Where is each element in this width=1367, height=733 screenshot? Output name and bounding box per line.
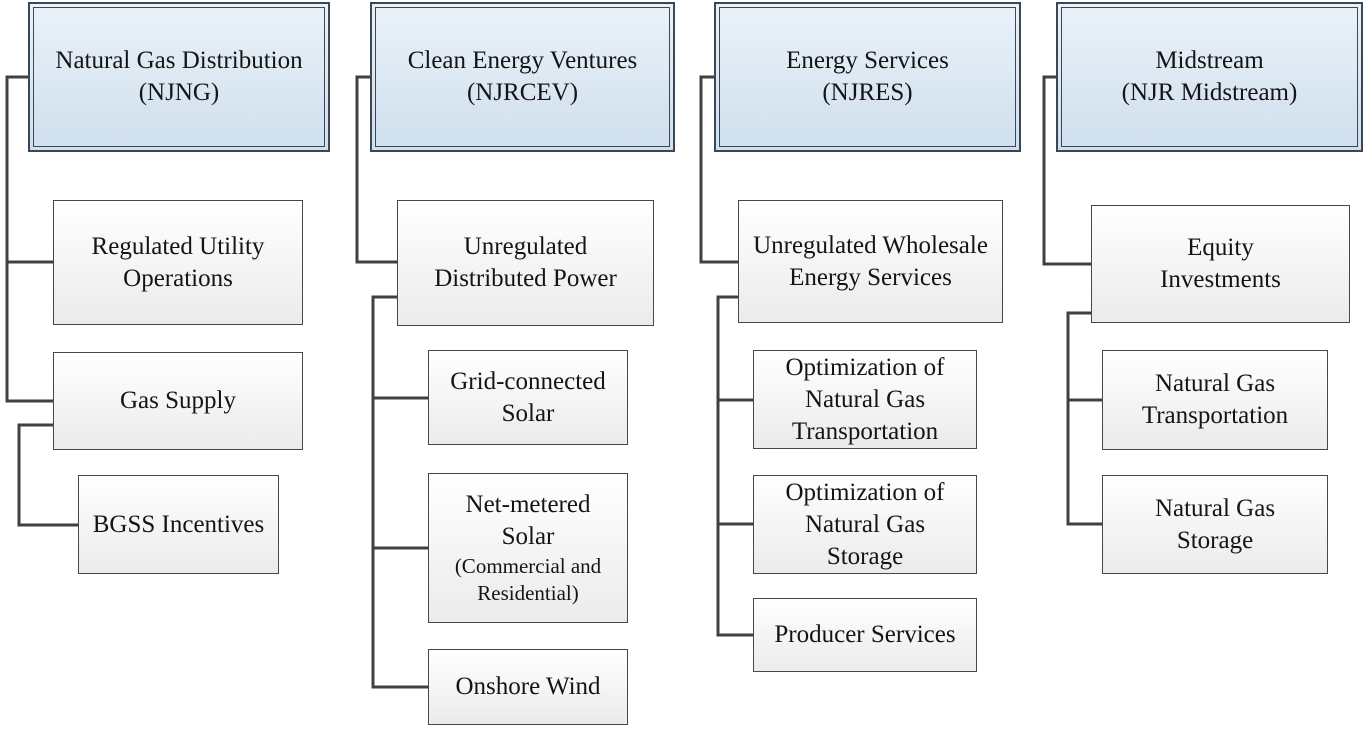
- connector-col2-sub-main: [371, 295, 428, 689]
- node-label: Energy Services (NJRES): [786, 47, 949, 106]
- node-label: Producer Services: [774, 621, 956, 648]
- node-midstream: Midstream (NJR Midstream): [1056, 2, 1363, 152]
- node-onshore-wind: Onshore Wind: [428, 649, 628, 725]
- node-equity-investments: Equity Investments: [1091, 205, 1350, 323]
- node-energy-services: Energy Services (NJRES): [714, 2, 1021, 152]
- node-label: Natural Gas Transportation: [1141, 370, 1289, 429]
- node-label: Gas Supply: [120, 387, 236, 414]
- node-label: Equity Investments: [1160, 234, 1281, 293]
- node-bgss-incentives: BGSS Incentives: [78, 475, 279, 574]
- node-label: Regulated Utility Operations: [91, 232, 265, 292]
- connector-col3-sub-main: [716, 295, 753, 637]
- node-label: Grid-connected Solar: [450, 367, 606, 427]
- node-natural-gas-transportation: Natural Gas Transportation: [1102, 350, 1328, 450]
- node-label: Net-metered Solar: [465, 490, 591, 550]
- node-optimization-natural-gas-transportation: Optimization of Natural Gas Transportati…: [753, 350, 977, 449]
- node-label: Unregulated Wholesale Energy Services: [753, 231, 988, 291]
- connector-col1-sub-bgss: [17, 423, 78, 527]
- connector-col3-main: [699, 75, 738, 264]
- node-optimization-natural-gas-storage: Optimization of Natural Gas Storage: [753, 475, 977, 574]
- node-unregulated-distributed-power: Unregulated Distributed Power: [397, 200, 654, 326]
- node-label: Natural Gas Storage: [1154, 494, 1276, 554]
- connector-col1-main: [5, 75, 53, 403]
- connector-col2-main: [355, 75, 397, 264]
- node-label: BGSS Incentives: [92, 510, 265, 538]
- connector-col4-sub-main: [1066, 311, 1102, 526]
- node-label: Midstream (NJR Midstream): [1121, 47, 1298, 106]
- node-natural-gas-storage: Natural Gas Storage: [1102, 475, 1328, 574]
- node-producer-services: Producer Services: [753, 598, 977, 672]
- node-label: Optimization of Natural Gas Transportati…: [785, 353, 945, 445]
- node-unregulated-wholesale-energy-services: Unregulated Wholesale Energy Services: [738, 200, 1003, 323]
- node-net-metered-solar: Net-metered Solar (Commercial and Reside…: [428, 473, 628, 623]
- node-sublabel: (Commercial and Residential): [454, 553, 602, 605]
- node-regulated-utility-operations: Regulated Utility Operations: [53, 200, 303, 325]
- node-label: Natural Gas Distribution (NJNG): [55, 47, 303, 106]
- node-clean-energy-ventures: Clean Energy Ventures (NJRCEV): [370, 2, 675, 152]
- node-natural-gas-distribution: Natural Gas Distribution (NJNG): [28, 2, 330, 152]
- node-label: Optimization of Natural Gas Storage: [785, 478, 945, 570]
- node-label: Unregulated Distributed Power: [434, 233, 617, 292]
- node-grid-connected-solar: Grid-connected Solar: [428, 350, 628, 445]
- node-label: Onshore Wind: [455, 673, 601, 700]
- node-gas-supply: Gas Supply: [53, 352, 303, 450]
- connector-col4-main: [1042, 75, 1091, 266]
- node-label: Clean Energy Ventures (NJRCEV): [407, 47, 638, 106]
